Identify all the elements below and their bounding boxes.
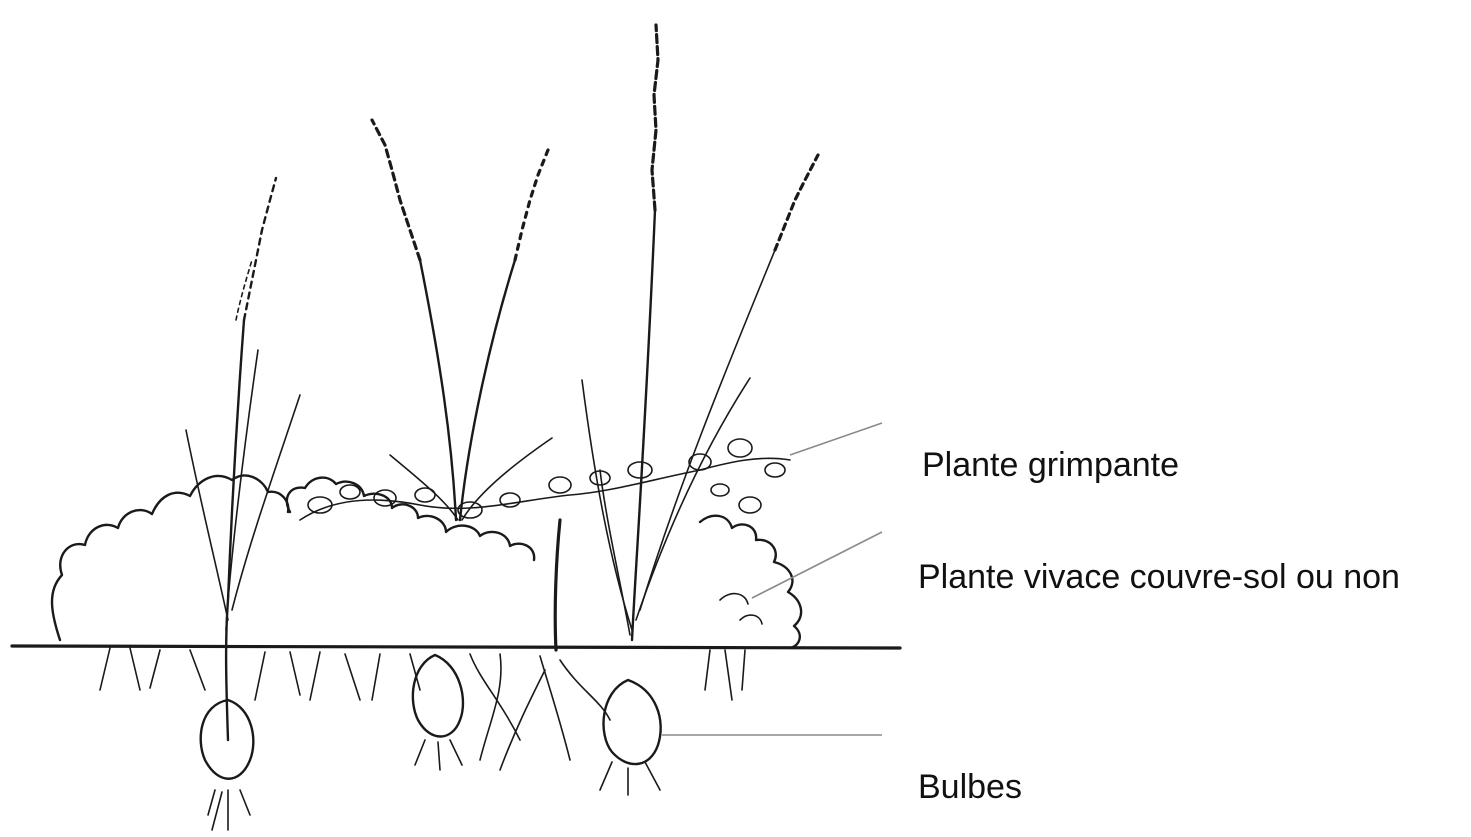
ground-line bbox=[12, 646, 900, 648]
bulb-plant-center bbox=[372, 120, 552, 770]
leader-perennial bbox=[752, 532, 882, 598]
label-climbing-plant: Plante grimpante bbox=[922, 448, 1179, 482]
label-bulbs: Bulbes bbox=[918, 770, 1022, 804]
center-stem bbox=[555, 520, 560, 650]
climbing-plant bbox=[300, 439, 790, 520]
leader-climbing bbox=[790, 423, 882, 455]
perennial-clump-left bbox=[52, 476, 288, 640]
bulb-plant-left bbox=[186, 178, 300, 830]
perennial-clump-right-inner bbox=[720, 594, 762, 624]
label-perennial: Plante vivace couvre-sol ou non bbox=[918, 560, 1400, 594]
perennial-clump-center bbox=[287, 478, 534, 560]
bulb-plant-right bbox=[582, 25, 818, 795]
perennial-clump-right bbox=[700, 516, 801, 648]
